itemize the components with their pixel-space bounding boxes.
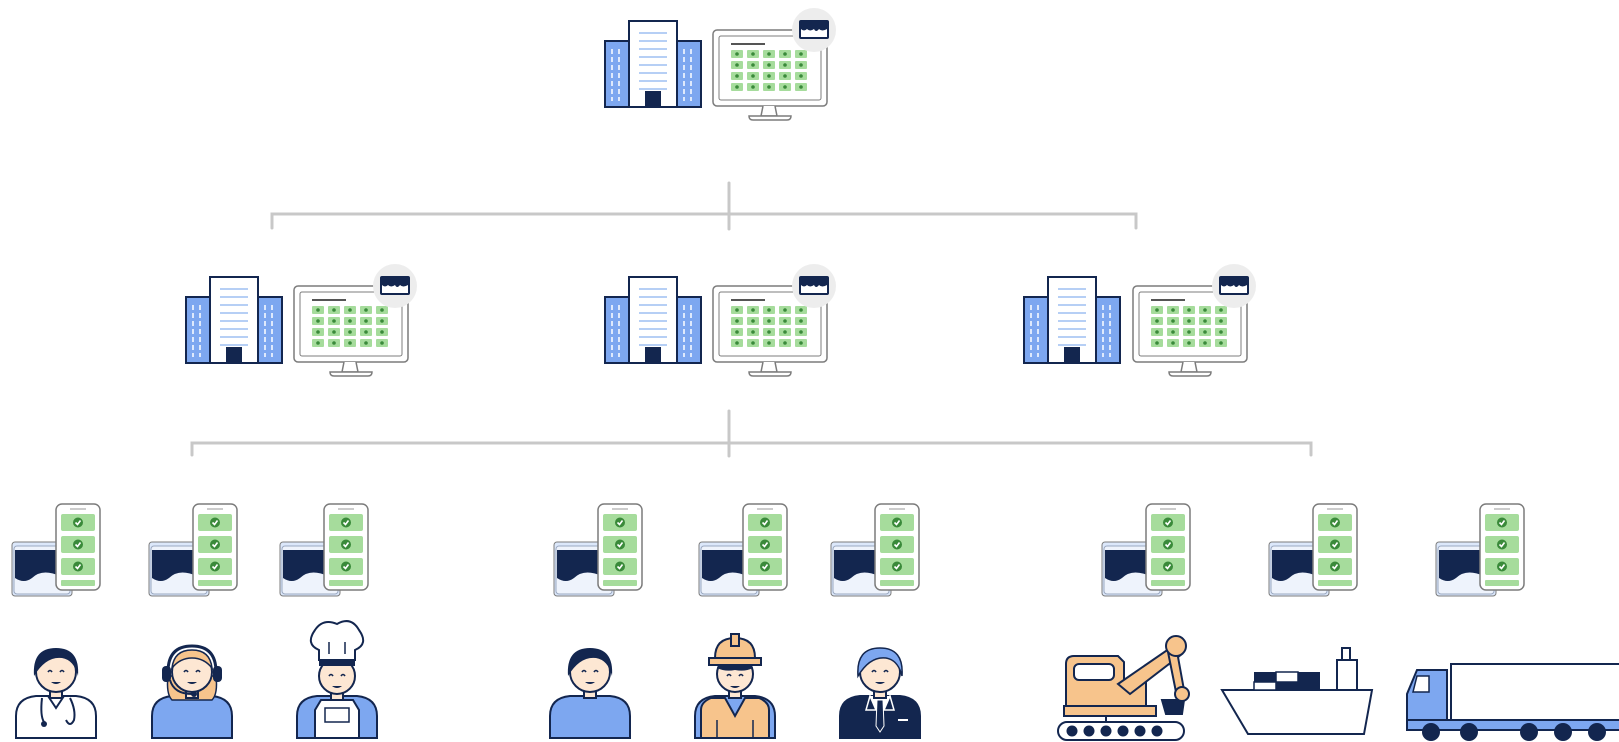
connector-level-2 — [190, 441, 1313, 457]
office-building-icon — [185, 276, 283, 364]
card-and-phone-checklist-icon — [1101, 503, 1191, 597]
card-and-phone-checklist-icon — [830, 503, 920, 597]
region-node-right — [1023, 264, 1256, 377]
office-building-icon — [1023, 276, 1121, 364]
card-and-phone-checklist-icon — [1268, 503, 1358, 597]
construction-worker-icon — [694, 633, 776, 739]
card-badge-icon — [792, 8, 836, 52]
office-building-icon — [604, 276, 702, 364]
card-and-phone-checklist-icon — [148, 503, 238, 597]
call-center-agent-icon — [151, 644, 233, 739]
person-icon — [549, 648, 631, 739]
region-node-center — [604, 264, 836, 377]
card-and-phone-checklist-icon — [553, 503, 643, 597]
card-badge-icon — [792, 264, 836, 308]
card-and-phone-checklist-icon — [11, 503, 101, 597]
excavator-icon — [1057, 635, 1190, 741]
endpoint-row — [15, 620, 1619, 741]
truck-icon — [1406, 663, 1619, 741]
cargo-ship-icon — [1220, 647, 1374, 735]
hierarchy-connectors — [190, 181, 1313, 458]
card-and-phone-checklist-icon — [1435, 503, 1525, 597]
card-badge-icon — [373, 264, 417, 308]
card-and-phone-checklist-icon — [279, 503, 369, 597]
connector-level-1 — [270, 212, 1138, 230]
chef-icon — [296, 620, 378, 739]
card-badge-icon — [1212, 264, 1256, 308]
region-node-left — [185, 264, 417, 377]
business-person-icon — [839, 647, 921, 739]
card-and-phone-checklist-icon — [698, 503, 788, 597]
top-node — [604, 8, 836, 121]
device-row — [11, 503, 1525, 597]
office-building-icon — [604, 20, 702, 108]
doctor-icon — [15, 648, 97, 739]
